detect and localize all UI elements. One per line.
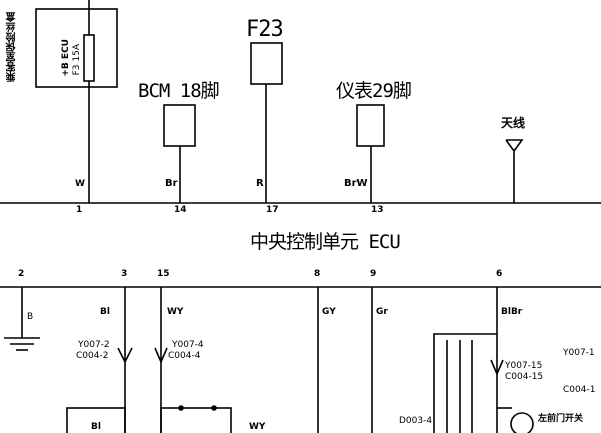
f23-connector-label: F23 xyxy=(246,17,284,42)
wire-gy-label: GY xyxy=(322,307,336,317)
bcm-connector-box xyxy=(163,104,196,147)
pin15-connector-mark xyxy=(154,347,168,365)
ref-c004-14-right: C004-1 xyxy=(563,385,596,395)
fuse-box xyxy=(35,8,118,88)
d003-lines-1 xyxy=(433,333,497,433)
wire-bl-label: Bl xyxy=(100,307,110,317)
antenna-symbol xyxy=(505,139,524,153)
ref-c004-15: C004-15 xyxy=(505,372,544,382)
wire-w-label: W xyxy=(75,179,85,189)
pin-9-label: 9 xyxy=(370,269,377,279)
pin-1-label: 1 xyxy=(76,205,83,215)
ref-y007-15-right: Y007-1 xyxy=(563,348,595,358)
wire-b-label: B xyxy=(27,312,34,322)
wire-blbr-label: BlBr xyxy=(501,307,523,317)
fuse-box-title: 乘客室保险丝盒 xyxy=(7,12,18,82)
wire-wy-label: WY xyxy=(167,307,184,317)
wire-gr-label: Gr xyxy=(376,307,388,317)
wire-br-label: Br xyxy=(165,178,178,189)
fuse-symbol xyxy=(83,34,95,82)
pin-6-label: 6 xyxy=(496,269,503,279)
bl-box-label: Bl xyxy=(91,422,101,432)
wire-r-label: R xyxy=(256,178,264,189)
ref-y007-15: Y007-15 xyxy=(505,361,543,371)
pin-3-label: 3 xyxy=(121,269,128,279)
wire-brw-label: BrW xyxy=(344,178,368,189)
antenna-label: 天线 xyxy=(501,116,526,130)
meter-connector-box xyxy=(356,104,385,147)
ref-y007-2: Y007-2 xyxy=(78,340,110,350)
pin-8-label: 8 xyxy=(314,269,321,279)
wy-box xyxy=(160,407,232,433)
wy-box-label: WY xyxy=(249,422,266,432)
pin-15-label: 15 xyxy=(157,269,170,279)
ref-d003-4: D003-4 xyxy=(399,416,433,426)
door-switch-label: 左前门开关 xyxy=(538,414,584,424)
ecu-label: 中央控制单元 ECU xyxy=(250,231,401,253)
meter-connector-label: 仪表29脚 xyxy=(336,80,412,102)
bl-box xyxy=(66,407,126,433)
pin3-connector-mark xyxy=(117,347,133,364)
pin6-connector-mark xyxy=(490,359,504,377)
pin-13-label: 13 xyxy=(371,205,384,215)
ref-y007-4: Y007-4 xyxy=(172,340,204,350)
pin-14-label: 14 xyxy=(174,205,187,215)
door-switch-symbol xyxy=(510,412,534,433)
ref-c004-4: C004-4 xyxy=(168,351,201,361)
f23-connector-box xyxy=(250,42,283,85)
fuse-name: +B ECU xyxy=(61,39,71,77)
ref-c004-2: C004-2 xyxy=(76,351,109,361)
pin-17-label: 17 xyxy=(266,205,279,215)
pin-2-label: 2 xyxy=(18,269,25,279)
bcm-connector-label: BCM 18脚 xyxy=(138,80,220,102)
fuse-rating: F3 15A xyxy=(72,44,82,76)
